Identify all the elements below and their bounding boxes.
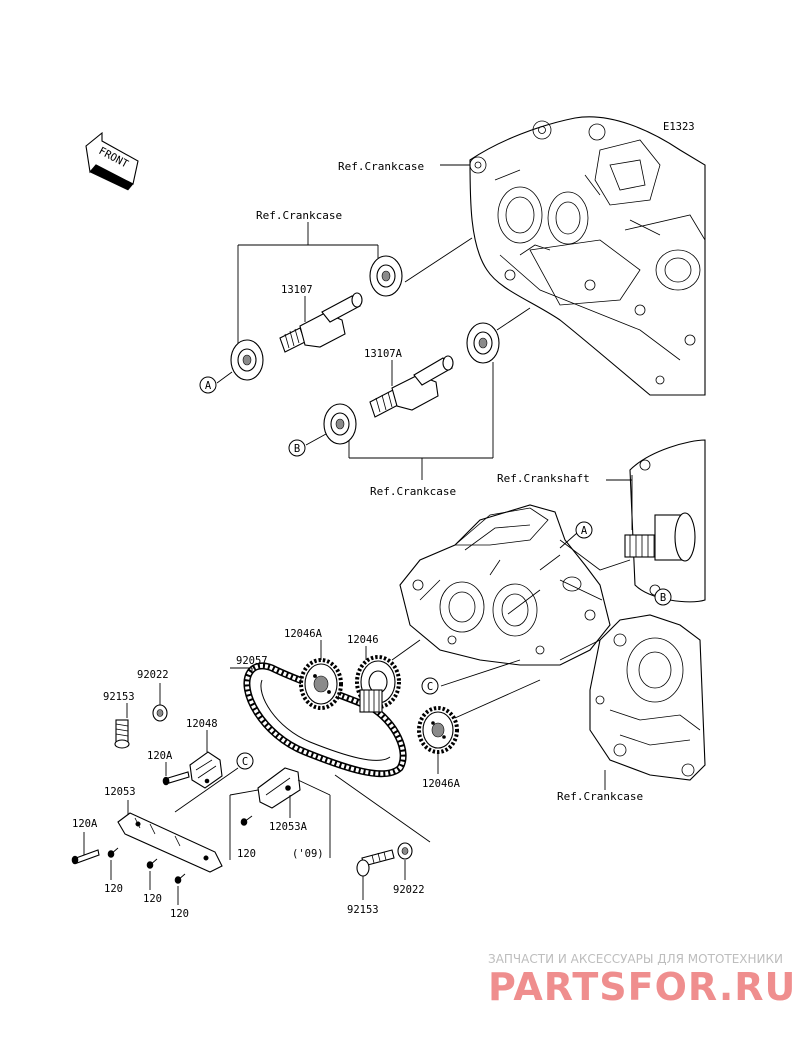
svg-text:B: B — [294, 443, 300, 455]
ref-crankcase-bottom: Ref.Crankcase — [557, 790, 643, 803]
label-92153-bottom: 92153 — [347, 904, 379, 916]
label-12046: 12046 — [347, 634, 379, 646]
bearing-left-a — [230, 339, 264, 381]
crankshaft — [624, 439, 706, 603]
sprocket-12046 — [355, 655, 401, 713]
label-13107: 13107 — [281, 284, 313, 296]
bolt-92153-top — [114, 719, 130, 749]
marker-b-upper: B — [288, 439, 306, 457]
ref-crankcase-top: Ref.Crankcase — [338, 160, 424, 173]
label-92022-top: 92022 — [137, 669, 169, 681]
marker-a-crankshaft: A — [575, 521, 593, 539]
label-120-a: 120 — [104, 883, 123, 895]
label-120a-left: 120A — [72, 818, 98, 830]
chain-guide-12053 — [117, 812, 223, 873]
balancer-shaft-13107 — [279, 292, 363, 353]
label-12053: 12053 — [104, 786, 136, 798]
marker-b-crankcase: B — [654, 588, 672, 606]
label-12048: 12048 — [186, 718, 218, 730]
bolt-120-a — [107, 847, 119, 858]
marker-a-upper: A — [199, 376, 217, 394]
crankcase-upper — [469, 116, 706, 396]
balancer-shaft-13107a — [369, 355, 454, 418]
label-12053a: 12053A — [269, 821, 308, 833]
svg-text:C: C — [242, 756, 248, 768]
label-92057: 92057 — [236, 655, 268, 667]
label-120-c: 120 — [170, 908, 189, 920]
front-arrow-icon: FRONT — [85, 131, 139, 191]
label-120a-top: 120A — [147, 750, 173, 762]
label-12046a-bottom: 12046A — [422, 778, 461, 790]
ref-crankcase-left: Ref.Crankcase — [256, 209, 342, 222]
label-92022-bottom: 92022 — [393, 884, 425, 896]
washer-92022-top — [152, 704, 168, 722]
marker-c-crankcase: C — [421, 677, 439, 695]
ref-crankcase-mid: Ref.Crankcase — [370, 485, 456, 498]
tensioner-12048 — [189, 751, 223, 789]
label-120-box: 120 — [237, 848, 256, 860]
label-92153-top: 92153 — [103, 691, 135, 703]
sprocket-12046a-top — [299, 658, 343, 710]
bolt-120-box — [240, 815, 253, 826]
watermark-logo: PARTSFOR.RU — [488, 965, 796, 1009]
svg-text:A: A — [581, 525, 588, 537]
bearing-right-a — [369, 255, 403, 297]
diagram-code: E1323 — [663, 121, 695, 133]
svg-text:C: C — [427, 681, 433, 693]
sprocket-12046a-bottom — [417, 706, 459, 754]
washer-92022-bottom — [397, 842, 413, 860]
crankcase-right — [559, 614, 706, 781]
label-13107a: 13107A — [364, 348, 403, 360]
label-year-note: ('09) — [292, 848, 324, 860]
bolt-120-c — [174, 873, 186, 884]
label-12046a-top: 12046A — [284, 628, 323, 640]
ref-crankshaft: Ref.Crankshaft — [497, 472, 590, 485]
cam-chain-92057 — [243, 662, 407, 778]
bolt-120a-left — [71, 849, 100, 865]
marker-c-guide: C — [236, 752, 254, 770]
bearing-right-b — [466, 322, 500, 364]
watermark-tagline: ЗАПЧАСТИ И АКСЕССУАРЫ ДЛЯ МОТОТЕХНИКИ — [488, 952, 783, 966]
label-120-b: 120 — [143, 893, 162, 905]
crankcase-lower — [399, 504, 631, 666]
bolt-120-b — [146, 858, 158, 869]
bolt-120a-top — [162, 771, 190, 786]
bolt-92153-bottom — [356, 849, 395, 877]
svg-text:A: A — [205, 380, 212, 392]
bearing-left-b — [323, 403, 357, 445]
svg-text:B: B — [660, 592, 666, 604]
chain-guide-12053a — [257, 767, 301, 809]
lower-leaders — [83, 475, 633, 905]
upper-leaders — [216, 164, 531, 480]
